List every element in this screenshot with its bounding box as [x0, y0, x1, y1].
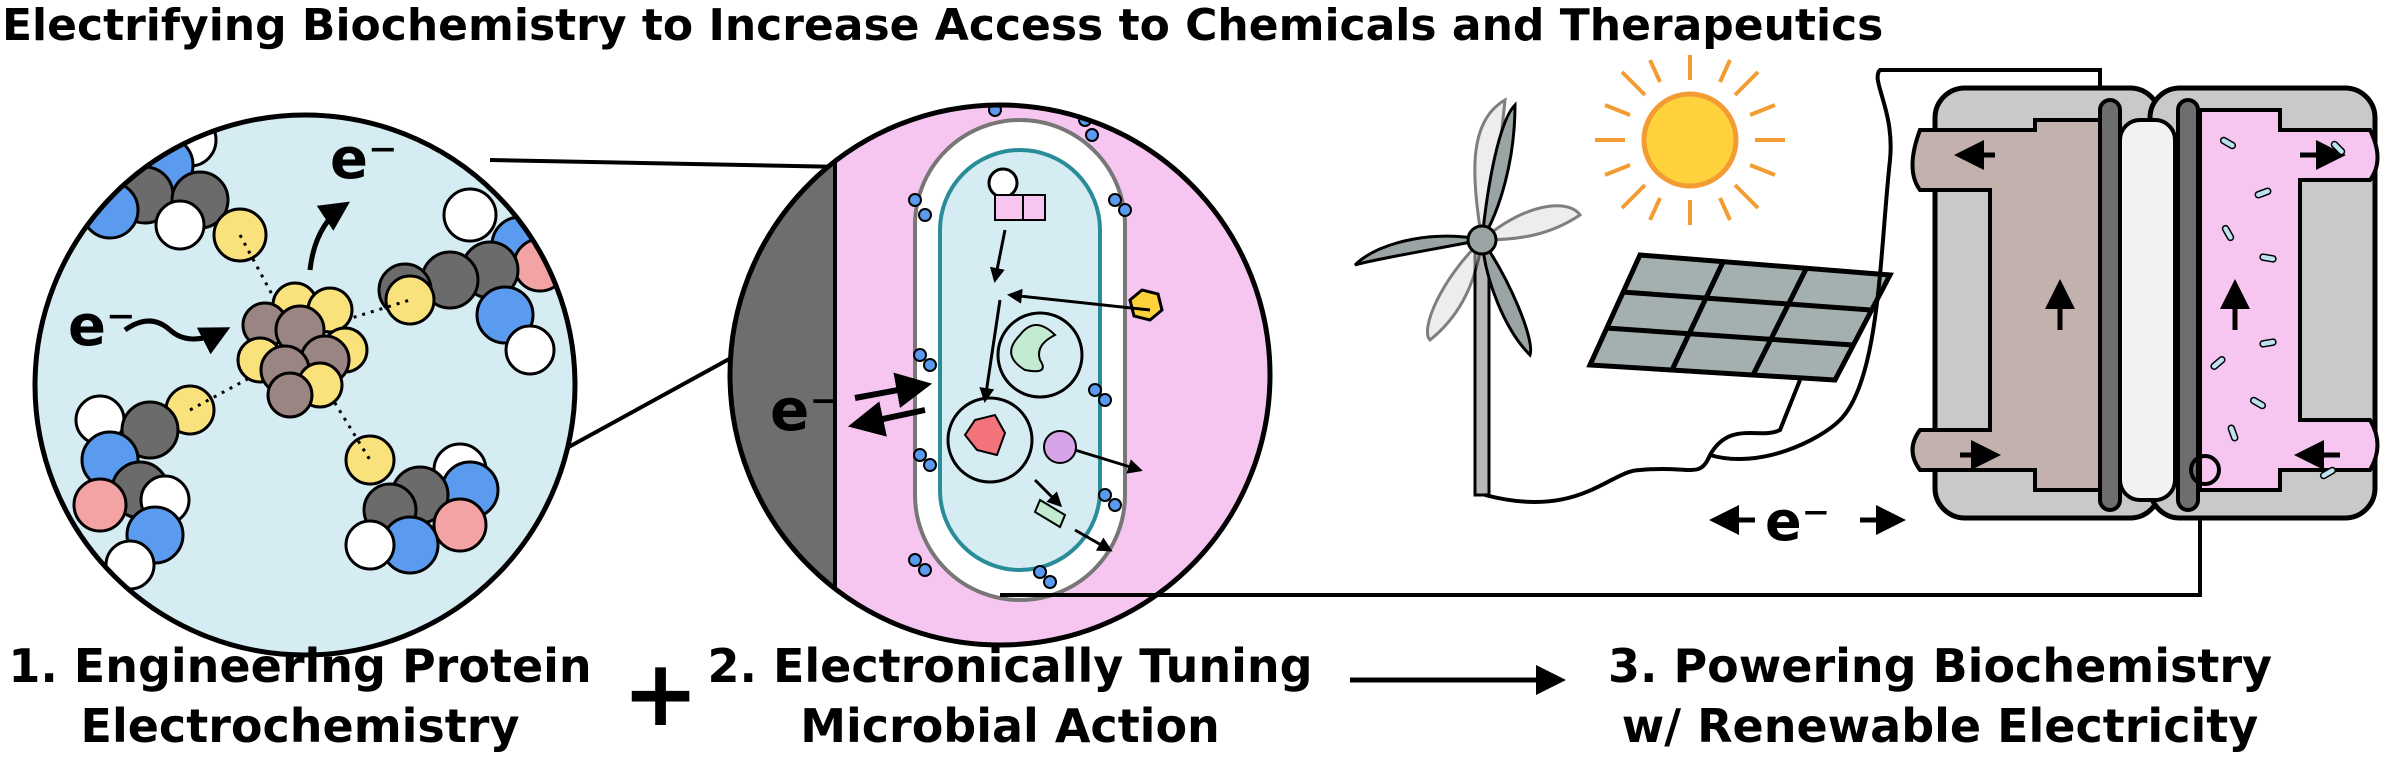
electron-in-label: e⁻ [68, 294, 136, 359]
step-2-line-2: Microbial Action [800, 699, 1220, 753]
microbe-cell-icon [908, 105, 1164, 602]
power-wire [1484, 379, 1802, 504]
step-3-line-2: w/ Renewable Electricity [1621, 699, 2259, 753]
step-1-label: 1. Engineering Protein Electrochemistry [0, 636, 600, 756]
sun-icon [1595, 55, 1785, 225]
wind-turbine-icon [1353, 97, 1583, 497]
protein-zoom-circle: e⁻ e⁻ [32, 112, 578, 658]
electron-in-arrow [123, 318, 231, 355]
step-3-line-1: 3. Powering Biochemistry [1607, 639, 2273, 693]
electron-out-label: e⁻ [330, 127, 398, 192]
electrode-electron-label: e⁻ [770, 376, 840, 444]
step-2-line-1: 2. Electronically Tuning [707, 639, 1313, 693]
step-2-label: 2. Electronically Tuning Microbial Actio… [690, 636, 1330, 756]
step-1-line-2: Electrochemistry [80, 699, 520, 753]
circuit-electron-label: e⁻ [1765, 490, 1830, 553]
bioreactor-icon [1910, 85, 2380, 521]
solar-panel-icon [1586, 252, 1894, 383]
plus-sign: + [622, 640, 700, 747]
electron-out-arrow [307, 201, 350, 271]
figure-title: Electrifying Biochemistry to Increase Ac… [2, 0, 1884, 51]
microbe-zoom-circle: e⁻ [727, 102, 1273, 648]
step-1-line-1: 1. Engineering Protein [8, 639, 592, 693]
step-3-label: 3. Powering Biochemistry w/ Renewable El… [1580, 636, 2300, 756]
